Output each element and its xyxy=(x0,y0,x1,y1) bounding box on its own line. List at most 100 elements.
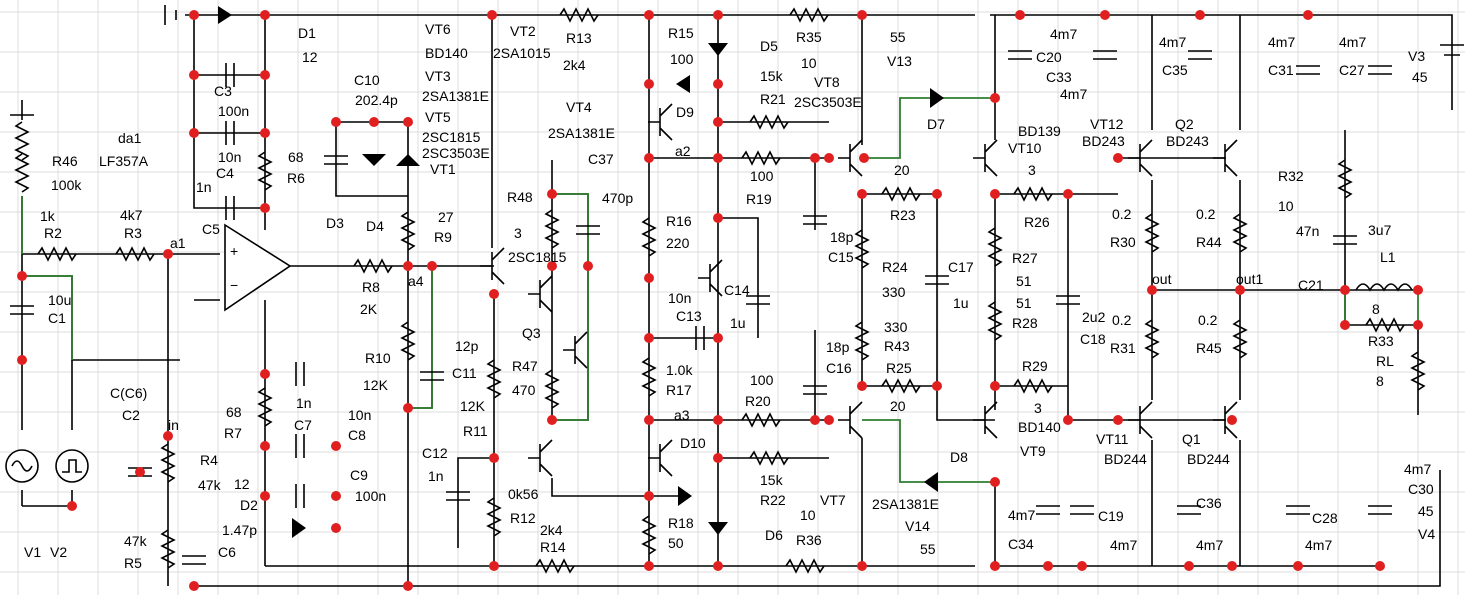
label-VT9: VT9 xyxy=(1020,443,1046,459)
label-VT3: VT3 xyxy=(425,68,451,84)
label-C18v: 2u2 xyxy=(1082,309,1106,325)
label-C35v: 4m7 xyxy=(1159,34,1186,50)
resistor-35 xyxy=(881,378,921,394)
label-C470: 470p xyxy=(602,190,633,206)
junction-node xyxy=(713,213,723,223)
label-L1v: 3u7 xyxy=(1368,222,1392,238)
capacitor-29 xyxy=(182,555,206,565)
junction-node xyxy=(990,477,1000,487)
label-VT5v2: 2SC3503E xyxy=(422,145,490,161)
junction-node xyxy=(331,117,341,127)
resistor-3 xyxy=(400,211,416,251)
junction-node xyxy=(403,261,413,271)
capacitor-23 xyxy=(1286,505,1310,515)
label-R5v: 47k xyxy=(124,533,148,549)
label-C4b: 1n xyxy=(196,179,212,195)
diode-d2 xyxy=(292,518,306,538)
transistor-10 xyxy=(973,401,998,439)
label-VT1: VT1 xyxy=(430,161,456,177)
transistor-3 xyxy=(528,439,553,477)
label-C11: C11 xyxy=(452,365,477,381)
resistor-7 xyxy=(544,209,560,249)
transistor-6 xyxy=(648,439,673,477)
label-a3: a3 xyxy=(674,407,690,423)
label-R16v: 220 xyxy=(666,235,690,251)
label-C27: C27 xyxy=(1339,62,1365,78)
junction-node xyxy=(1293,561,1303,571)
label-R31v: 0.2 xyxy=(1112,312,1132,328)
label-R13v: 2k4 xyxy=(563,57,586,73)
junction-node xyxy=(489,561,499,571)
diode-d7 xyxy=(930,88,944,108)
resistor-33 xyxy=(749,450,789,466)
label-R6: R6 xyxy=(287,170,305,186)
capacitor-16 xyxy=(1188,50,1212,60)
label-R46v: 100k xyxy=(51,177,82,193)
label-C4: C4 xyxy=(216,165,234,181)
label-VT2: VT2 xyxy=(510,23,536,39)
resistor-25 xyxy=(37,246,77,262)
label-V14: V14 xyxy=(905,518,930,534)
label-RLv2: 8 xyxy=(1376,373,1384,389)
capacitors xyxy=(10,50,1392,565)
label-R10: R10 xyxy=(365,350,391,366)
label-VT10: VT10 xyxy=(1008,140,1042,156)
label-R7v: 68 xyxy=(226,404,242,420)
transistor-5 xyxy=(698,259,723,297)
label-C28v: 4m7 xyxy=(1305,537,1332,553)
label-R46: R46 xyxy=(52,153,78,169)
junction-node xyxy=(713,561,723,571)
label-VT3v: 2SA1381E xyxy=(422,88,489,104)
junction-node xyxy=(489,453,499,463)
label-VT11: VT11 xyxy=(1096,431,1129,447)
resistor-18 xyxy=(1232,213,1248,253)
junction-node xyxy=(1147,285,1157,295)
junction-node xyxy=(67,501,77,511)
label-C7v: 1n xyxy=(296,395,312,411)
label-C19v: 4m7 xyxy=(1110,537,1137,553)
resistor-2 xyxy=(257,151,273,191)
label-VT7: VT7 xyxy=(820,492,846,508)
opamp-minus: − xyxy=(230,277,238,293)
junction-node xyxy=(1113,153,1123,163)
label-VT5: VT5 xyxy=(425,109,451,125)
label-C1: C1 xyxy=(48,310,66,326)
label-C11v: 12p xyxy=(455,338,479,354)
resistor-10 xyxy=(641,357,657,397)
capacitor-12 xyxy=(925,275,949,285)
label-R32: R32 xyxy=(1278,168,1304,184)
resistor-6 xyxy=(486,497,502,537)
transistor-14 xyxy=(1213,401,1238,439)
label-C10: C10 xyxy=(354,72,380,88)
junction-node xyxy=(1375,561,1385,571)
resistor-37 xyxy=(1013,378,1053,394)
resistor-1 xyxy=(14,153,30,193)
label-D5: D5 xyxy=(760,38,778,54)
label-C7: C7 xyxy=(294,417,312,433)
junction-node xyxy=(1063,415,1073,425)
label-R33: R33 xyxy=(1368,333,1394,349)
label-R3v: 4k7 xyxy=(120,207,143,223)
label-C34v: 4m7 xyxy=(1008,507,1035,523)
resistor-38 xyxy=(535,558,575,574)
diode-d8 xyxy=(924,472,938,492)
label-VT9t: BD140 xyxy=(1018,419,1061,435)
label-a2: a2 xyxy=(675,143,691,159)
label-C18: C18 xyxy=(1080,331,1106,347)
label-R35: R35 xyxy=(796,29,822,45)
label-VT4: VT4 xyxy=(566,99,592,115)
label-da1v: LF357A xyxy=(99,153,149,169)
resistor-14 xyxy=(987,227,1003,267)
resistor-27 xyxy=(353,258,393,274)
capacitor-26 xyxy=(295,434,305,458)
label-C8: C8 xyxy=(348,427,366,443)
capacitor-18 xyxy=(1368,65,1392,75)
label-R47v: 470 xyxy=(512,382,536,398)
label-D1: D1 xyxy=(298,25,316,41)
diode-d3 xyxy=(362,154,386,166)
label-V1: V1 xyxy=(24,544,41,560)
label-Q2v: BD243 xyxy=(1166,133,1209,149)
junction-node xyxy=(1340,320,1350,330)
label-C10v: 202.4p xyxy=(355,92,398,108)
label-R31: R31 xyxy=(1110,340,1136,356)
